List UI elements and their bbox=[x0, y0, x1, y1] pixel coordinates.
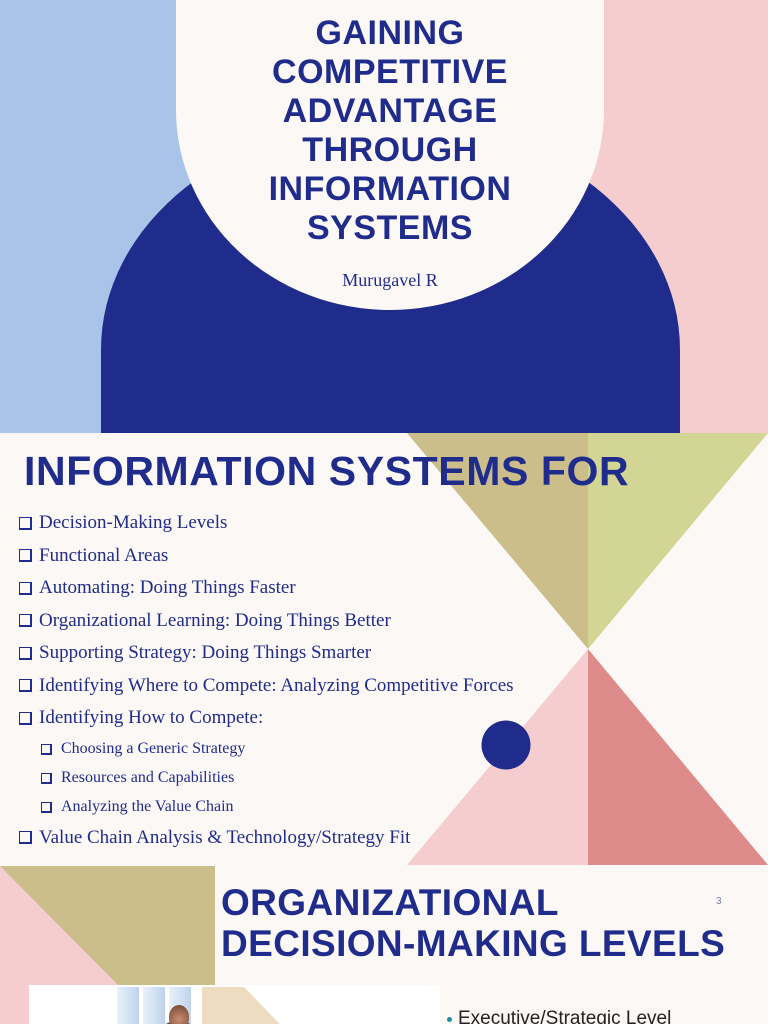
checkbox-outline-icon bbox=[41, 801, 52, 813]
sage-triangle bbox=[588, 433, 768, 649]
title-line: THROUGH bbox=[302, 131, 478, 169]
checkbox-outline-icon bbox=[19, 614, 32, 628]
list-item: Organizational Learning: Doing Things Be… bbox=[19, 605, 514, 638]
beige-wall bbox=[202, 987, 302, 1024]
slide-title: INFORMATION SYSTEMS FOR bbox=[24, 448, 630, 494]
slide-1-title: GAINING COMPETITIVE ADVANTAGE THROUGH IN… bbox=[0, 0, 768, 433]
checkbox-outline-icon bbox=[19, 646, 32, 660]
window-pane bbox=[143, 987, 165, 1024]
tan-trapezoid bbox=[0, 866, 215, 985]
title-line: ORGANIZATIONAL bbox=[221, 882, 559, 923]
checkbox-outline-icon bbox=[19, 549, 32, 563]
checkbox-outline-icon bbox=[19, 831, 32, 845]
navy-dot bbox=[481, 720, 531, 770]
slide-title: ORGANIZATIONAL DECISION-MAKING LEVELS bbox=[221, 882, 725, 964]
title-line: ADVANTAGE bbox=[282, 92, 498, 130]
bullet-item: Executive/Strategic Level bbox=[447, 1008, 671, 1024]
executive-photo bbox=[29, 985, 440, 1024]
tan-triangle bbox=[407, 433, 588, 649]
person-head bbox=[169, 1005, 189, 1024]
list-item: Supporting Strategy: Doing Things Smarte… bbox=[19, 637, 514, 670]
bullet-dot-icon bbox=[447, 1016, 452, 1022]
hourglass-decoration bbox=[407, 433, 768, 865]
presentation-title: GAINING COMPETITIVE ADVANTAGE THROUGH IN… bbox=[176, 14, 604, 248]
list-item: Value Chain Analysis & Technology/Strate… bbox=[19, 822, 514, 855]
checkbox-outline-icon bbox=[41, 743, 52, 755]
list-item: Functional Areas bbox=[19, 540, 514, 573]
title-line: INFORMATION bbox=[268, 170, 512, 208]
author-name: Murugavel R bbox=[342, 270, 438, 290]
title-line: GAINING bbox=[315, 14, 465, 52]
topic-list: Decision-Making Levels Functional Areas … bbox=[19, 507, 514, 854]
title-line: DECISION-MAKING LEVELS bbox=[221, 923, 726, 964]
list-item: Identifying How to Compete: bbox=[19, 702, 514, 735]
window-pane bbox=[117, 987, 139, 1024]
title-line: SYSTEMS bbox=[307, 209, 473, 247]
sub-list-item: Resources and Capabilities bbox=[19, 764, 514, 793]
list-item: Decision-Making Levels bbox=[19, 507, 514, 540]
page-number: 3 bbox=[716, 896, 722, 907]
cream-title-panel bbox=[176, 0, 604, 310]
slide-3-decision-levels: ORGANIZATIONAL DECISION-MAKING LEVELS 3 … bbox=[0, 866, 768, 1024]
slide-2-agenda: INFORMATION SYSTEMS FOR Decision-Making … bbox=[0, 433, 768, 866]
sub-list-item: Choosing a Generic Strategy bbox=[19, 735, 514, 764]
checkbox-outline-icon bbox=[19, 679, 32, 693]
list-item: Automating: Doing Things Faster bbox=[19, 572, 514, 605]
checkbox-outline-icon bbox=[19, 516, 32, 530]
checkbox-outline-icon bbox=[41, 772, 52, 784]
sub-list-item: Analyzing the Value Chain bbox=[19, 793, 514, 822]
checkbox-outline-icon bbox=[19, 581, 32, 595]
checkbox-outline-icon bbox=[19, 711, 32, 725]
title-line: COMPETITIVE bbox=[272, 53, 508, 91]
salmon-triangle bbox=[588, 649, 768, 865]
list-item: Identifying Where to Compete: Analyzing … bbox=[19, 670, 514, 703]
